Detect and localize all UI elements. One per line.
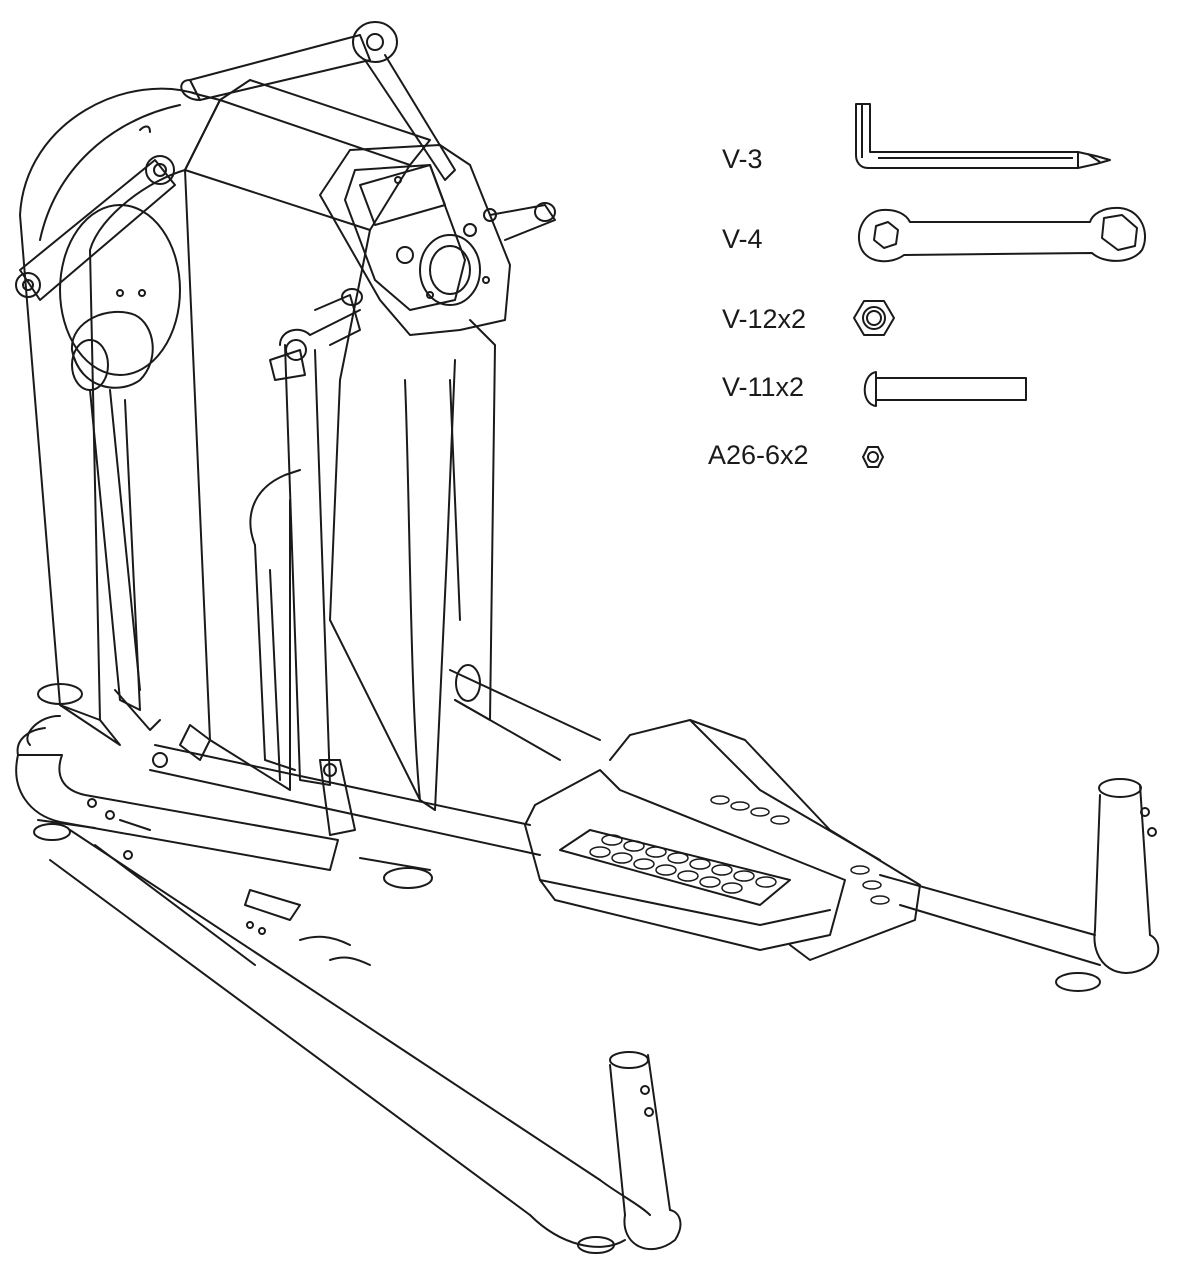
- allen-key-screwdriver-icon: [855, 103, 1111, 169]
- lower-pedal-arms: [149, 664, 601, 856]
- right-upper-arm: [180, 21, 456, 836]
- part-label-v-11: V-11x2: [722, 372, 805, 402]
- button-head-bolt-icon: [863, 371, 1027, 407]
- left-upper-arm: [15, 155, 176, 731]
- part-label-a26-6: A26-6x2: [708, 440, 809, 470]
- rear-base-tube: [15, 683, 433, 889]
- rear-shroud: [19, 87, 221, 746]
- front-right-upright-tube: [879, 778, 1160, 992]
- part-label-v-3: V-3: [722, 144, 763, 174]
- part-label-v-4: V-4: [722, 224, 763, 254]
- part-label-v-12: V-12x2: [722, 304, 807, 334]
- main-frame-body: [184, 79, 496, 811]
- small-washer-icon: [861, 446, 885, 468]
- hex-nut-icon: [853, 300, 895, 336]
- center-rail: [49, 829, 651, 1248]
- left-pedal-plate: [524, 769, 846, 951]
- right-pedal-plate: [609, 719, 921, 961]
- front-left-upright-tube: [577, 1051, 682, 1254]
- double-hex-wrench-icon: [857, 206, 1146, 263]
- console-housing: [319, 144, 511, 336]
- right-handle-grips: [269, 202, 556, 381]
